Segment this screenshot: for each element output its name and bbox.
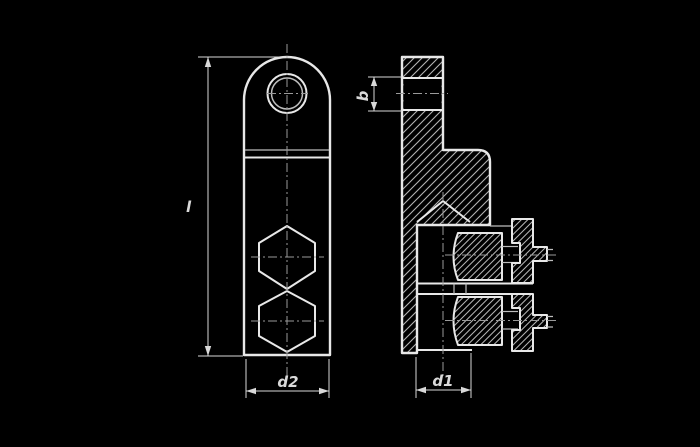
clamp-bracket-lower — [511, 293, 548, 352]
bolt-head-lower — [452, 296, 503, 346]
dim-b-arrow-down — [370, 102, 378, 111]
dim-d1-arrow-left — [416, 386, 426, 394]
dim-label-d2: d2 — [277, 373, 298, 391]
dimension-overall-length: l — [186, 56, 290, 357]
dim-label-b: b — [354, 90, 372, 101]
dim-label-l: l — [186, 198, 192, 216]
dimension-eye-thickness: b — [354, 76, 402, 112]
dim-d1-arrow-right — [461, 386, 471, 394]
dim-d2-arrow-right — [319, 387, 329, 395]
dim-b-arrow-up — [370, 77, 378, 86]
section-body — [400, 55, 492, 355]
clamp-bracket-upper — [511, 218, 548, 284]
dim-label-d1: d1 — [432, 372, 453, 390]
dim-d2-arrow-left — [246, 387, 256, 395]
front-view: l d2 — [186, 44, 332, 398]
bolt-head-upper — [452, 232, 503, 281]
dimension-body-width: d2 — [245, 359, 330, 398]
dim-l-arrow-down — [204, 346, 212, 356]
section-view: b d1 — [354, 55, 556, 398]
dim-l-arrow-up — [204, 57, 212, 67]
dimension-boss-diameter: d1 — [415, 353, 472, 398]
stud-end-lower — [547, 315, 553, 328]
stud-end-upper — [547, 248, 553, 262]
